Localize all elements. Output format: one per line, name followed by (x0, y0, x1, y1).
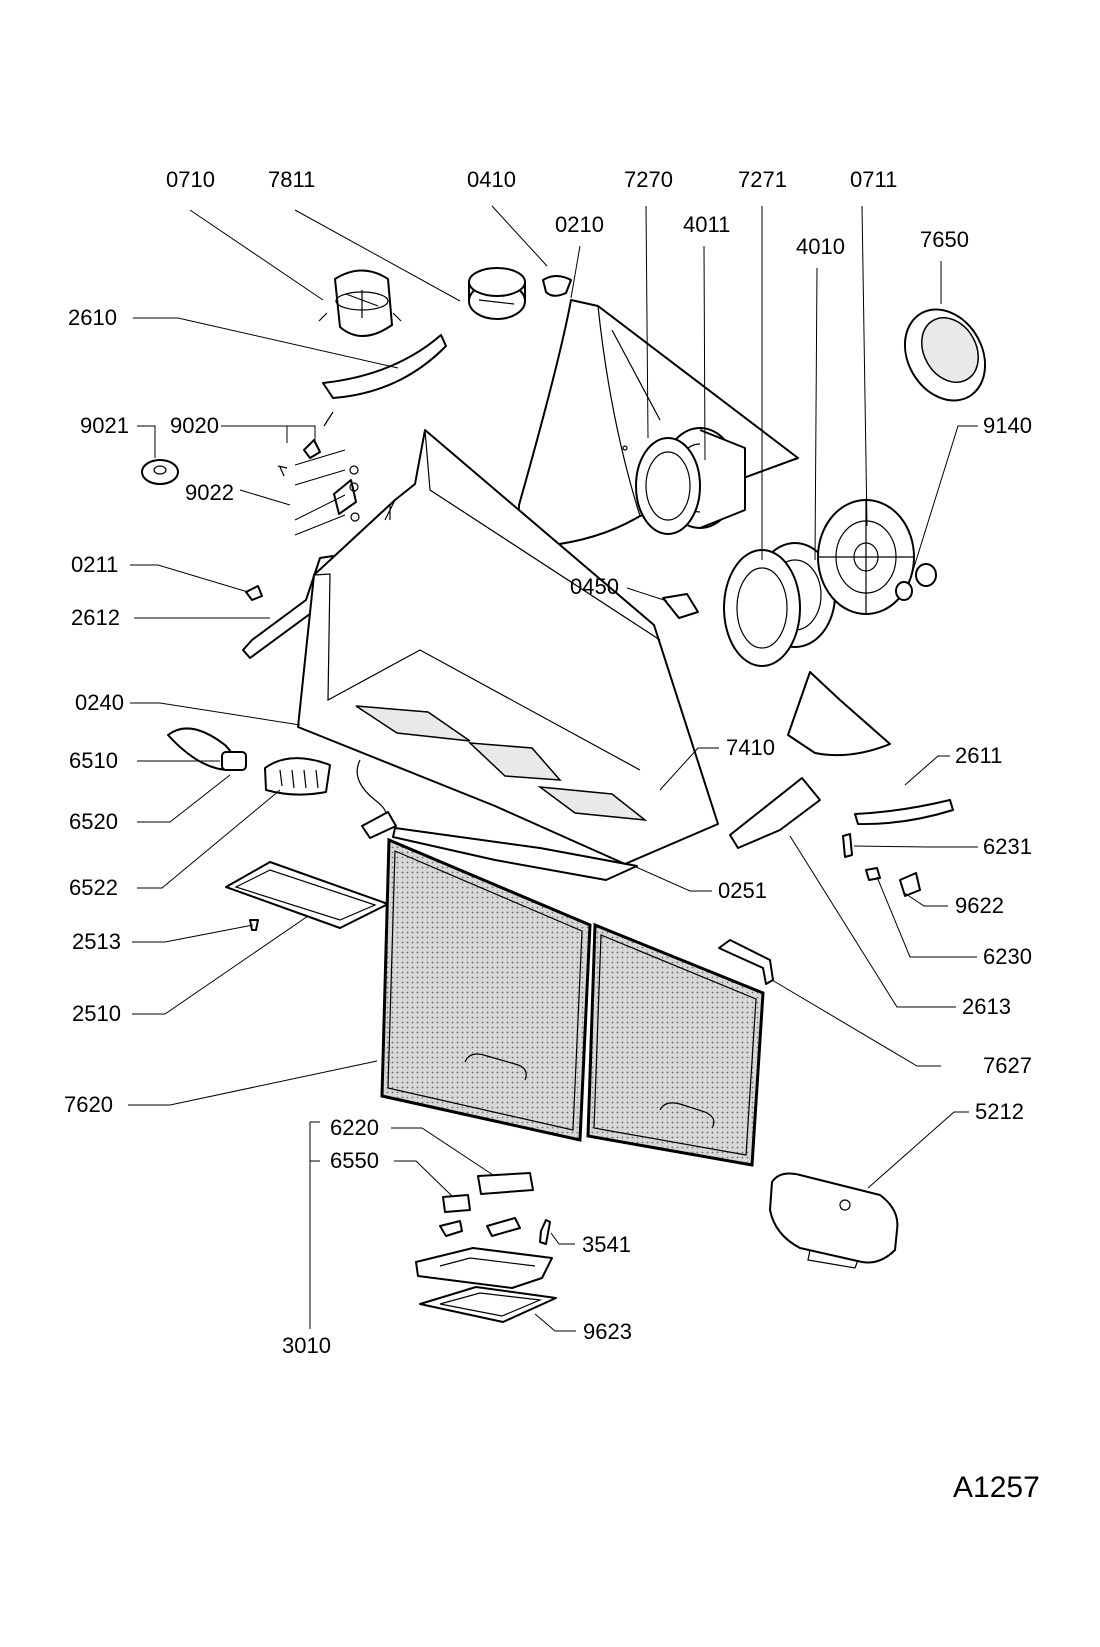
part-9623-panel-cover (419, 1286, 557, 1323)
label-9140: 9140 (983, 413, 1032, 438)
label-0450: 0450 (570, 574, 619, 599)
part-7270-fan-wheel (635, 437, 701, 535)
part-9140-nuts (895, 563, 937, 601)
label-2613: 2613 (962, 994, 1011, 1019)
part-6220-switch-block (477, 1172, 534, 1195)
label-9021: 9021 (80, 413, 129, 438)
label-6230: 6230 (983, 944, 1032, 969)
part-2613-bracket (729, 777, 821, 849)
leader-lines (128, 205, 978, 1332)
label-0240: 0240 (75, 690, 124, 715)
part-9021-knob (141, 459, 179, 485)
label-3010: 3010 (282, 1333, 331, 1358)
label-3541: 3541 (582, 1232, 631, 1257)
label-4010: 4010 (796, 234, 845, 259)
part-3010-control-panel (415, 1247, 553, 1289)
label-6510: 6510 (69, 748, 118, 773)
part-0240-hood-body (297, 429, 719, 865)
part-0410-clip (542, 275, 572, 297)
label-7627: 7627 (983, 1053, 1032, 1078)
part-2513-screw (249, 919, 259, 931)
part-7650-carbon-filter (903, 308, 987, 402)
label-0711: 0711 (850, 167, 897, 192)
part-0711-fan-guard (817, 499, 915, 615)
label-0211: 0211 (71, 552, 118, 577)
part-0251-front-strip (392, 827, 638, 881)
label-0710: 0710 (166, 167, 215, 192)
label-7270: 7270 (624, 167, 673, 192)
label-7271: 7271 (738, 167, 787, 192)
label-6520: 6520 (69, 809, 118, 834)
label-0251: 0251 (718, 878, 767, 903)
part-7811-valve (468, 267, 526, 320)
part-6510-bulb (167, 727, 247, 771)
label-7650: 7650 (920, 227, 969, 252)
label-6550: 6550 (330, 1148, 379, 1173)
part-3541-connector (539, 1219, 551, 1245)
label-5212: 5212 (975, 1099, 1024, 1124)
label-2610: 2610 (68, 305, 117, 330)
label-2611: 2611 (955, 743, 1002, 768)
part-7271-fan-wheel (723, 549, 801, 667)
label-2513: 2513 (72, 929, 121, 954)
part-2611-trim-strip (854, 799, 954, 826)
label-4011: 4011 (683, 212, 730, 237)
part-switch-clip-a (439, 1220, 463, 1237)
part-2510-lamp-cover (225, 861, 389, 929)
label-0210: 0210 (555, 212, 604, 237)
label-2612: 2612 (71, 605, 120, 630)
label-7620: 7620 (64, 1092, 113, 1117)
diagram-code: A1257 (953, 1471, 1040, 1504)
part-2610-trim-strip (322, 334, 447, 399)
label-7410: 7410 (726, 735, 775, 760)
label-6220: 6220 (330, 1115, 379, 1140)
label-9022: 9022 (185, 480, 234, 505)
label-2510: 2510 (72, 1001, 121, 1026)
part-7627-filter-clip (718, 939, 774, 985)
part-labels: 0710 7811 0410 0210 7270 4011 7271 4010 … (64, 167, 1032, 1358)
part-6231-switch (842, 833, 853, 858)
part-0710-outlet-connector (318, 269, 402, 337)
part-7620-grease-filters (380, 837, 765, 1167)
part-9020-screw (277, 411, 334, 477)
part-lower-chimney (787, 671, 891, 757)
part-switch-clip-b (486, 1217, 521, 1237)
part-6230-switch (865, 867, 881, 881)
part-0450-connector (662, 593, 699, 619)
part-0211-clip (245, 585, 263, 601)
label-7811: 7811 (268, 167, 315, 192)
part-9622-cover (899, 872, 921, 897)
part-6550-switch (442, 1194, 471, 1213)
label-6522: 6522 (69, 875, 118, 900)
label-9622: 9622 (955, 893, 1004, 918)
part-5212-light-fitting (769, 1172, 899, 1269)
part-9022-bracket (333, 465, 360, 522)
label-9020: 9020 (170, 413, 219, 438)
part-power-cord (356, 759, 397, 839)
part-6522-lamp-holder (264, 757, 331, 796)
label-0410: 0410 (467, 167, 516, 192)
label-9623: 9623 (583, 1319, 632, 1344)
label-6231: 6231 (983, 834, 1032, 859)
